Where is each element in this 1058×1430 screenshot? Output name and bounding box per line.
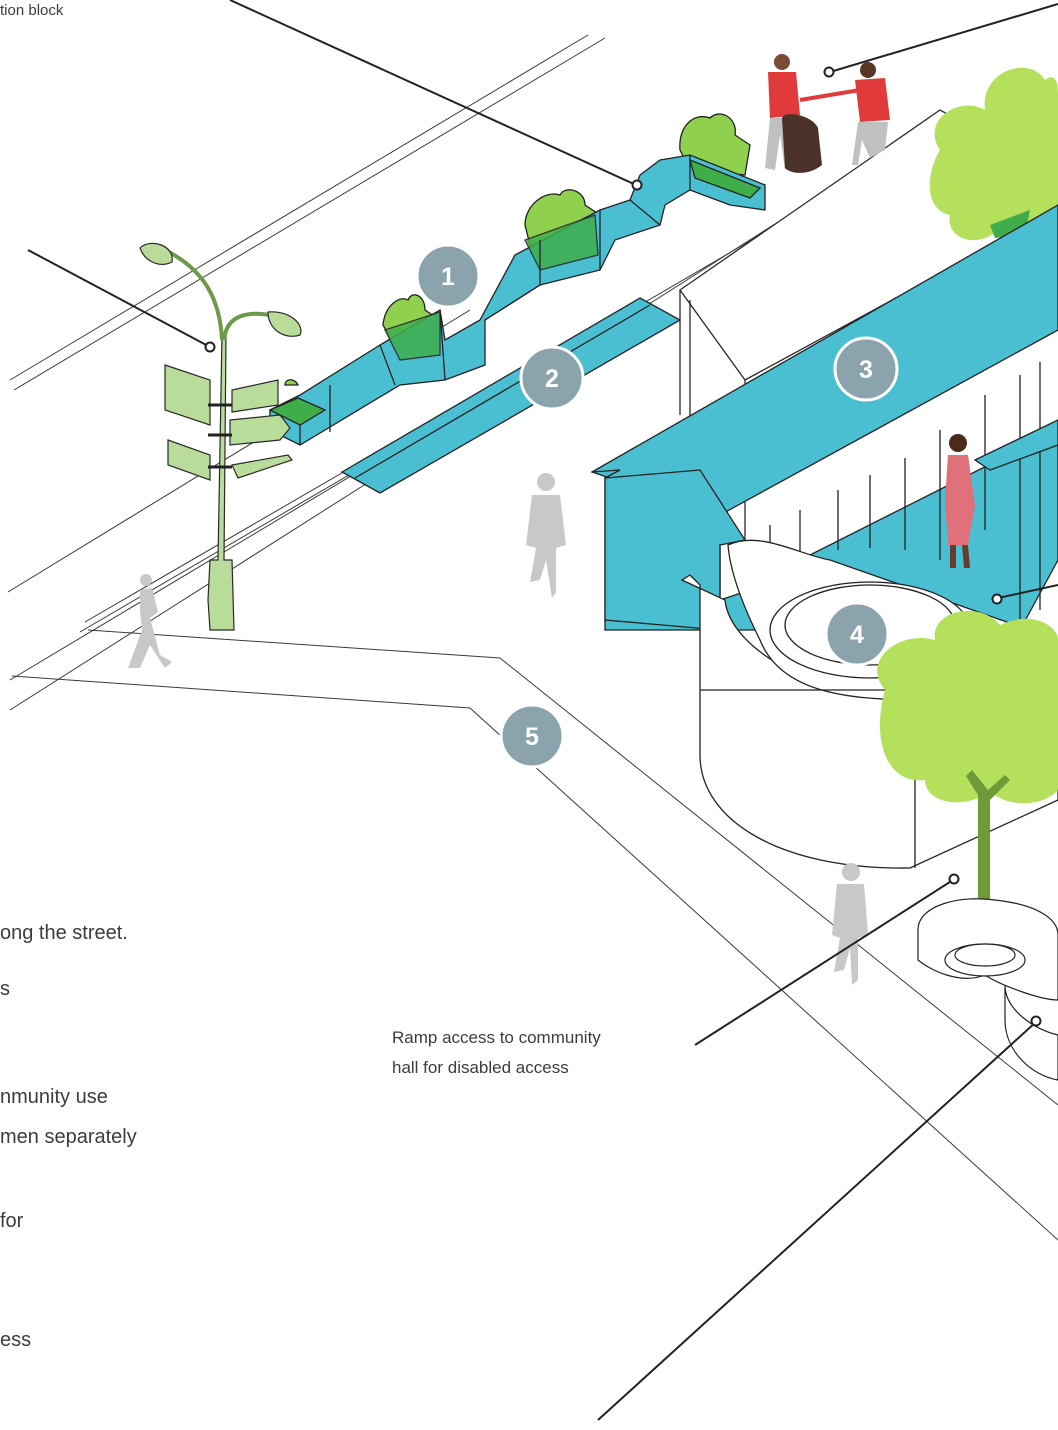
badge-3: 3	[833, 336, 899, 402]
person-icon	[526, 473, 566, 598]
left-fragment: nmunity use	[0, 1086, 108, 1108]
svg-text:4: 4	[850, 621, 864, 649]
badge-2: 2	[519, 345, 585, 411]
green-planters	[268, 113, 766, 446]
badge-1: 1	[415, 243, 481, 309]
person-icon	[128, 574, 172, 668]
signpost-icon	[164, 364, 294, 481]
badge-4: 4	[824, 601, 890, 667]
left-fragment: s	[0, 978, 10, 1000]
left-fragment: men separately	[0, 1126, 137, 1148]
ramp-access-caption-line1: Ramp access to community	[392, 1028, 601, 1047]
tree-planter-seat	[917, 898, 1058, 1081]
annotation-top-left: tion block	[0, 2, 64, 19]
svg-text:1: 1	[441, 263, 455, 291]
svg-text:2: 2	[545, 365, 559, 393]
street-lamp-icon	[139, 242, 302, 631]
badge-5: 5	[499, 703, 565, 769]
left-fragment: ess	[0, 1329, 32, 1351]
svg-text:5: 5	[525, 723, 539, 751]
ramp-access-caption-line2: hall for disabled access	[392, 1058, 569, 1077]
leader-lines	[27, 0, 1058, 1421]
worker-icon	[765, 54, 890, 173]
left-fragment: for	[0, 1210, 24, 1232]
woman-icon	[945, 434, 975, 568]
tree-icon	[929, 67, 1058, 241]
left-fragment: ong the street.	[0, 922, 128, 944]
svg-text:3: 3	[859, 356, 873, 384]
person-icon	[832, 863, 868, 985]
community-hall	[590, 204, 1058, 631]
tree-icon	[877, 610, 1058, 960]
